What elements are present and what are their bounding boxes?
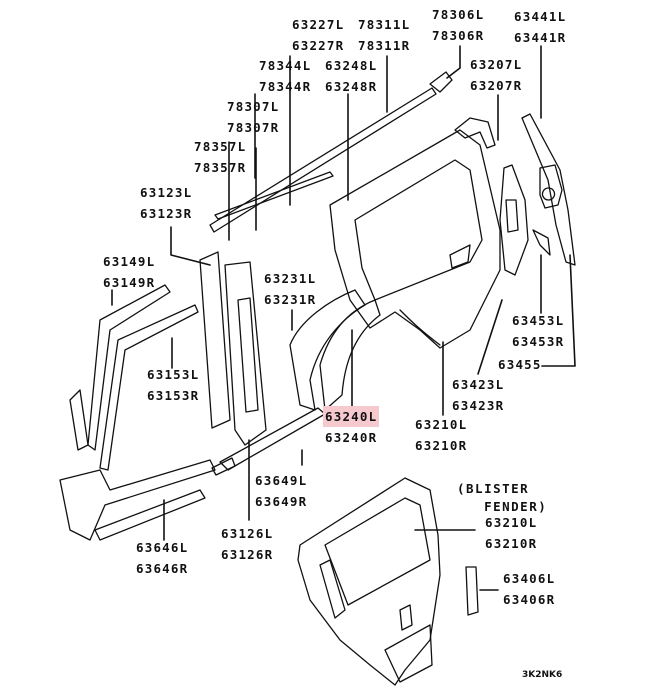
part-number-right: 63149R bbox=[103, 275, 156, 290]
part-number-left: 63649L bbox=[255, 473, 308, 488]
callout-78311[interactable]: 78311L 78311R bbox=[358, 14, 410, 56]
part-number-left: 63210L bbox=[415, 417, 468, 432]
part-number-right: 63227R bbox=[292, 38, 345, 53]
callout-63210-lower[interactable]: 63210L 63210R bbox=[485, 512, 537, 554]
drawing-code: 3K2NK6 bbox=[522, 670, 563, 680]
callout-78307[interactable]: 78307L 78307R bbox=[227, 96, 279, 138]
callout-63123[interactable]: 63123L 63123R bbox=[140, 182, 192, 224]
part-number-left: 63453L bbox=[512, 313, 565, 328]
part-number-right: 63646R bbox=[136, 561, 189, 576]
part-number-left: 63126L bbox=[221, 526, 274, 541]
part-number-right: 63649R bbox=[255, 494, 308, 509]
callout-63207[interactable]: 63207L 63207R bbox=[470, 54, 522, 96]
part-number-right: 63210R bbox=[485, 536, 538, 551]
blister-fender-note: (BLISTER FENDER) bbox=[457, 481, 548, 514]
part-number-left: 63123L bbox=[140, 185, 193, 200]
callout-63441[interactable]: 63441L 63441R bbox=[514, 6, 566, 48]
front-pillar-part bbox=[69, 284, 199, 471]
part-number-right: 78344R bbox=[259, 79, 312, 94]
part-number-left: 63248L bbox=[325, 58, 378, 73]
callout-63453[interactable]: 63453L 63453R bbox=[512, 310, 564, 352]
part-number-right: 63210R bbox=[415, 438, 468, 453]
part-number-right: 63231R bbox=[264, 292, 317, 307]
blister-fender-panel bbox=[297, 477, 441, 686]
callout-63149[interactable]: 63149L 63149R bbox=[103, 251, 155, 293]
callout-63455[interactable]: 63455 bbox=[498, 354, 542, 375]
part-number-left: 78307L bbox=[227, 99, 280, 114]
part-number-right: 63453R bbox=[512, 334, 565, 349]
part-number-right: 63406R bbox=[503, 592, 556, 607]
part-number-right: 78311R bbox=[358, 38, 411, 53]
part-number-right: 78357R bbox=[194, 160, 247, 175]
part-number-left: 63423L bbox=[452, 377, 505, 392]
callout-63248[interactable]: 63248L 63248R bbox=[325, 55, 377, 97]
part-number-left: 63441L bbox=[514, 9, 567, 24]
callout-63126[interactable]: 63126L 63126R bbox=[221, 523, 273, 565]
center-pillar-part bbox=[199, 251, 267, 446]
part-number-left: 78311L bbox=[358, 17, 411, 32]
part-number-right: 78306R bbox=[432, 28, 485, 43]
leader-lines bbox=[111, 45, 576, 591]
rear-pillar-part bbox=[521, 113, 576, 266]
part-number-right: 63441R bbox=[514, 30, 567, 45]
part-number-left: 78306L bbox=[432, 7, 485, 22]
part-number: 63455 bbox=[498, 357, 542, 372]
callout-63406[interactable]: 63406L 63406R bbox=[503, 568, 555, 610]
pillar-reinforcement-part bbox=[499, 164, 529, 276]
callout-63240[interactable]: 63240L 63240R bbox=[323, 406, 380, 448]
roof-rail-part bbox=[209, 71, 453, 233]
part-number-left: 63153L bbox=[147, 367, 200, 382]
callout-63227[interactable]: 63227L 63227R bbox=[292, 14, 344, 56]
callout-78306[interactable]: 78306L 78306R bbox=[432, 4, 484, 46]
part-number-left: 63227L bbox=[292, 17, 345, 32]
part-number-right: 63123R bbox=[140, 206, 193, 221]
rain-rail-part bbox=[214, 171, 334, 220]
part-number-left: 63207L bbox=[470, 57, 523, 72]
lower-sill-part bbox=[59, 459, 216, 541]
garnish-strip-part bbox=[465, 566, 479, 616]
wheelhouse-inner-part bbox=[289, 289, 381, 411]
part-number-right: 63153R bbox=[147, 388, 200, 403]
part-number-right: 78307R bbox=[227, 120, 280, 135]
part-number-left: 78357L bbox=[194, 139, 247, 154]
part-number-left: 63231L bbox=[264, 271, 317, 286]
side-sill-part bbox=[211, 407, 326, 476]
part-number-left: 63149L bbox=[103, 254, 156, 269]
part-number-left: 63646L bbox=[136, 540, 189, 555]
callout-63210-upper[interactable]: 63210L 63210R bbox=[415, 414, 467, 456]
callout-78344[interactable]: 78344L 78344R bbox=[259, 55, 311, 97]
quarter-panel-upper bbox=[329, 129, 501, 349]
callout-63231[interactable]: 63231L 63231R bbox=[264, 268, 316, 310]
callout-78357[interactable]: 78357L 78357R bbox=[194, 136, 246, 178]
part-number-right: 63423R bbox=[452, 398, 505, 413]
part-number-left: 78344L bbox=[259, 58, 312, 73]
callout-63153[interactable]: 63153L 63153R bbox=[147, 364, 199, 406]
part-number-right: 63248R bbox=[325, 79, 378, 94]
callout-63649[interactable]: 63649L 63649R bbox=[255, 470, 307, 512]
bracket-part bbox=[454, 117, 496, 149]
callout-63423[interactable]: 63423L 63423R bbox=[452, 374, 504, 416]
part-number-left: 63406L bbox=[503, 571, 556, 586]
part-number-right: 63240R bbox=[325, 430, 378, 445]
part-number-right: 63207R bbox=[470, 78, 523, 93]
part-number-right: 63126R bbox=[221, 547, 274, 562]
callout-63646[interactable]: 63646L 63646R bbox=[136, 537, 188, 579]
part-number-left: 63210L bbox=[485, 515, 538, 530]
part-number-left-highlighted[interactable]: 63240L bbox=[323, 406, 380, 427]
